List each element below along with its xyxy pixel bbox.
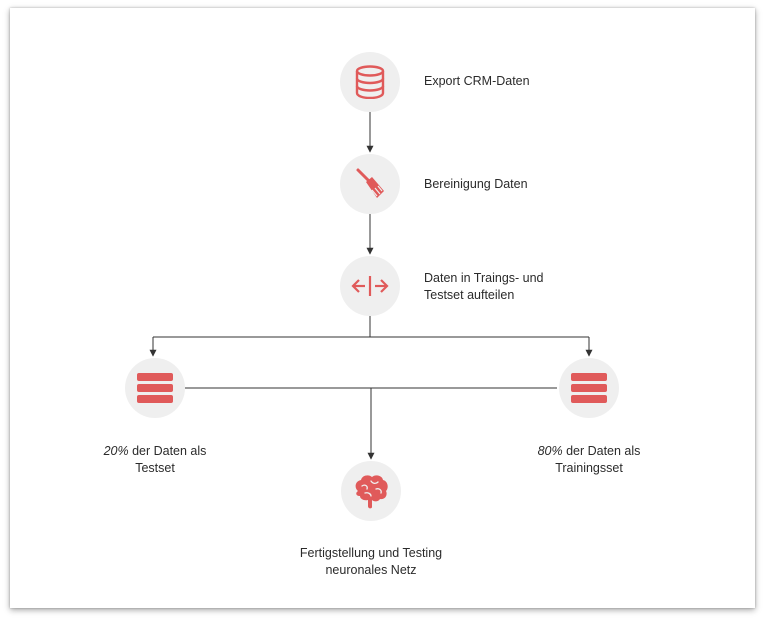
testset-node [125,358,185,418]
trainset-label-line2: Trainingsset [555,461,623,475]
testset-label-line2: Testset [135,461,175,475]
brain-icon [355,475,388,509]
export-node [340,52,400,112]
testset-label-line1: 20% der Daten als [80,443,230,460]
broom-icon [356,168,384,198]
trainset-label-rest: der Daten als [562,444,641,458]
trainset-label-line1: 80% der Daten als [514,443,664,460]
testset-percent: 20% [103,444,129,458]
testset-label-rest: der Daten als [128,444,207,458]
database-icon [355,65,385,99]
cleanup-label: Bereinigung Daten [424,177,528,191]
export-label: Export CRM-Daten [424,74,530,88]
testset-label: 20% der Daten als Testset [80,443,230,477]
list-bars-icon [571,373,607,403]
split-label-line1: Daten in Traings- und [424,271,544,285]
final-label-line1: Fertigstellung und Testing [299,546,443,560]
list-bars-icon [137,373,173,403]
trainset-label: 80% der Daten als Trainingsset [514,443,664,477]
final-label: Fertigstellung und Testing neuronales Ne… [271,545,471,579]
split-label-line2: Testset aufteilen [424,288,515,302]
cleanup-node [340,154,400,214]
final-label-line2: neuronales Netz [325,563,417,577]
split-label: Daten in Traings- und Testset aufteilen [424,270,544,304]
final-node [341,461,401,521]
trainset-node [559,358,619,418]
split-arrows-icon [351,276,389,296]
trainset-percent: 80% [537,444,563,458]
split-node [340,256,400,316]
